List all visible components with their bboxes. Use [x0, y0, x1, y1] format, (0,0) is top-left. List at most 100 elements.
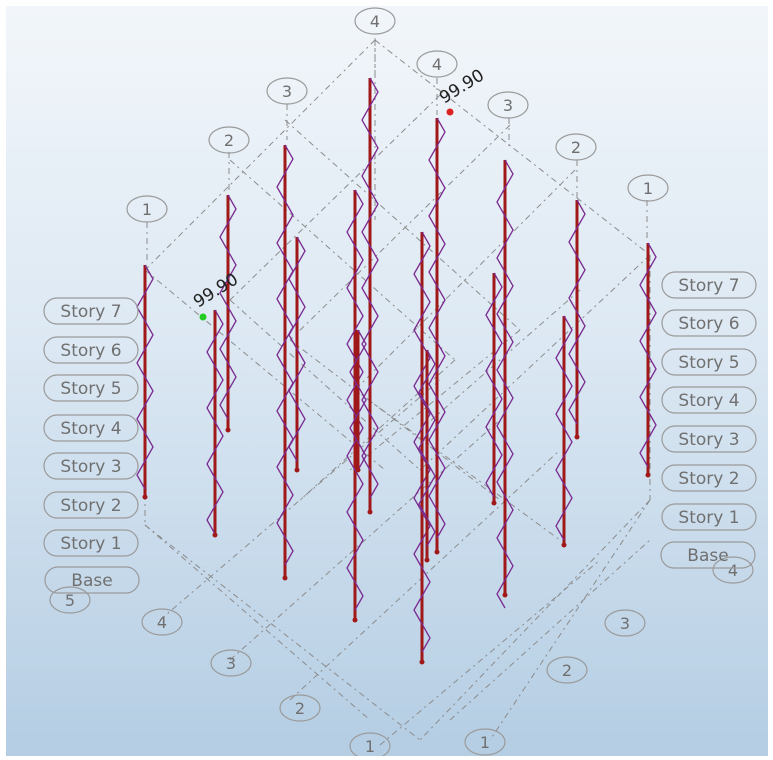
grid-line [144, 269, 386, 471]
grid-label-right: 1 [643, 179, 653, 198]
story-label-left: Story 3 [60, 457, 121, 477]
columns [136, 77, 657, 665]
grid-label-right-bubble [487, 91, 529, 119]
column-base-node [434, 549, 440, 555]
column-base-node [225, 427, 231, 433]
deformed-shape [555, 315, 573, 541]
deformed-shape [349, 329, 367, 471]
grid-line [289, 339, 501, 501]
grid-label-bottom-right: 1 [480, 733, 490, 752]
column-base-node [355, 467, 361, 473]
grid-label-bottom-left-bubble [279, 694, 321, 722]
column-base-node [574, 434, 580, 440]
grid-label-bottom-left-bubble [49, 586, 91, 614]
grid-label-right-bubble [416, 50, 458, 78]
grid-line [229, 159, 456, 361]
grid-label-left-bubble [354, 7, 396, 35]
column-base-node [142, 494, 148, 500]
story-label-left: Story 4 [60, 419, 121, 439]
grid-label-bottom-right-bubble [712, 556, 754, 584]
grid-label-left: 4 [370, 12, 380, 31]
grid-label-bottom-left-bubble [210, 649, 252, 677]
deformed-shape [568, 199, 586, 425]
grid-line [419, 289, 581, 431]
highlight-point-red [446, 108, 454, 116]
story-label-right-box [661, 503, 757, 531]
column-base-node [212, 532, 218, 538]
value-label: 99.90 [190, 269, 242, 312]
column-base-node [282, 575, 288, 581]
grid-label-bottom-left: 4 [157, 613, 167, 632]
grid-label-right-bubble [627, 174, 669, 202]
column-base-node [502, 592, 508, 598]
grid-label-left: 3 [282, 82, 292, 101]
story-label-right-box [661, 309, 757, 337]
story-label-left-box [44, 566, 140, 594]
story-label-right: Story 7 [678, 276, 739, 296]
grid-label-left: 1 [142, 200, 152, 219]
grid-label-left-bubble [208, 126, 250, 154]
grid-label-bottom-right-bubble [546, 656, 588, 684]
deformed-shape [276, 144, 294, 566]
grid-label-bottom-right: 3 [620, 614, 630, 633]
grid-line [229, 419, 501, 661]
story-label-right: Story 5 [678, 353, 739, 373]
story-label-right-box [661, 386, 757, 414]
grid-line [144, 524, 371, 721]
grid-label-bottom-right-bubble [464, 728, 506, 756]
story-label-left: Story 5 [60, 379, 121, 399]
column-base-node [294, 467, 300, 473]
grid-line [489, 499, 651, 741]
deformed-shape [288, 236, 306, 462]
story-label-right: Story 4 [678, 391, 739, 411]
story-label-left-box [43, 336, 139, 364]
story-label-right: Story 3 [678, 430, 739, 450]
story-label-right-box [660, 541, 756, 569]
grid-line [349, 329, 521, 471]
deformed-shape [206, 309, 224, 535]
deformed-shape [485, 272, 503, 498]
deformed-shape [361, 77, 379, 499]
story-label-right: Story 6 [678, 314, 739, 334]
story-label-right-box [661, 425, 757, 453]
story-label-left-box [43, 414, 139, 442]
grid-label-right-bubble [555, 133, 597, 161]
grid-line [379, 559, 601, 746]
story-label-right: Base [687, 546, 728, 566]
grid-line [229, 299, 421, 471]
grid-line [419, 499, 651, 741]
grid-line [354, 169, 576, 391]
deformed-shape [639, 242, 657, 468]
grid-line [354, 389, 561, 541]
deformed-shape [346, 189, 364, 611]
grid-label-left-bubble [126, 195, 168, 223]
story-label-right-box [661, 348, 757, 376]
grid-label-right: 2 [571, 138, 581, 157]
column-base-node [645, 472, 651, 478]
grid-label-left: 2 [224, 131, 234, 150]
grid-label-bottom-left-bubble [141, 608, 183, 636]
story-label-left: Story 1 [60, 534, 121, 554]
column-base-node [352, 617, 358, 623]
grid-line [289, 449, 561, 701]
column-base-node [367, 509, 373, 515]
column-base-node [561, 542, 567, 548]
grid-line [229, 94, 441, 301]
story-label-left: Story 2 [60, 496, 121, 516]
grid-line [284, 119, 521, 331]
deformed-shape [428, 117, 446, 539]
story-label-left: Base [71, 571, 112, 591]
grid-line [374, 39, 651, 256]
grid-line [159, 379, 441, 621]
deformed-shape [496, 159, 514, 609]
story-label-left-box [43, 491, 139, 519]
story-label-left: Story 7 [60, 302, 121, 322]
grid-label-bottom-right: 4 [728, 561, 738, 580]
grid-label-right: 4 [432, 55, 442, 74]
grid-label-bottom-left: 2 [295, 699, 305, 718]
grid-label-bottom-right: 2 [562, 661, 572, 680]
grid-line [144, 524, 421, 741]
grid-line [144, 39, 376, 271]
